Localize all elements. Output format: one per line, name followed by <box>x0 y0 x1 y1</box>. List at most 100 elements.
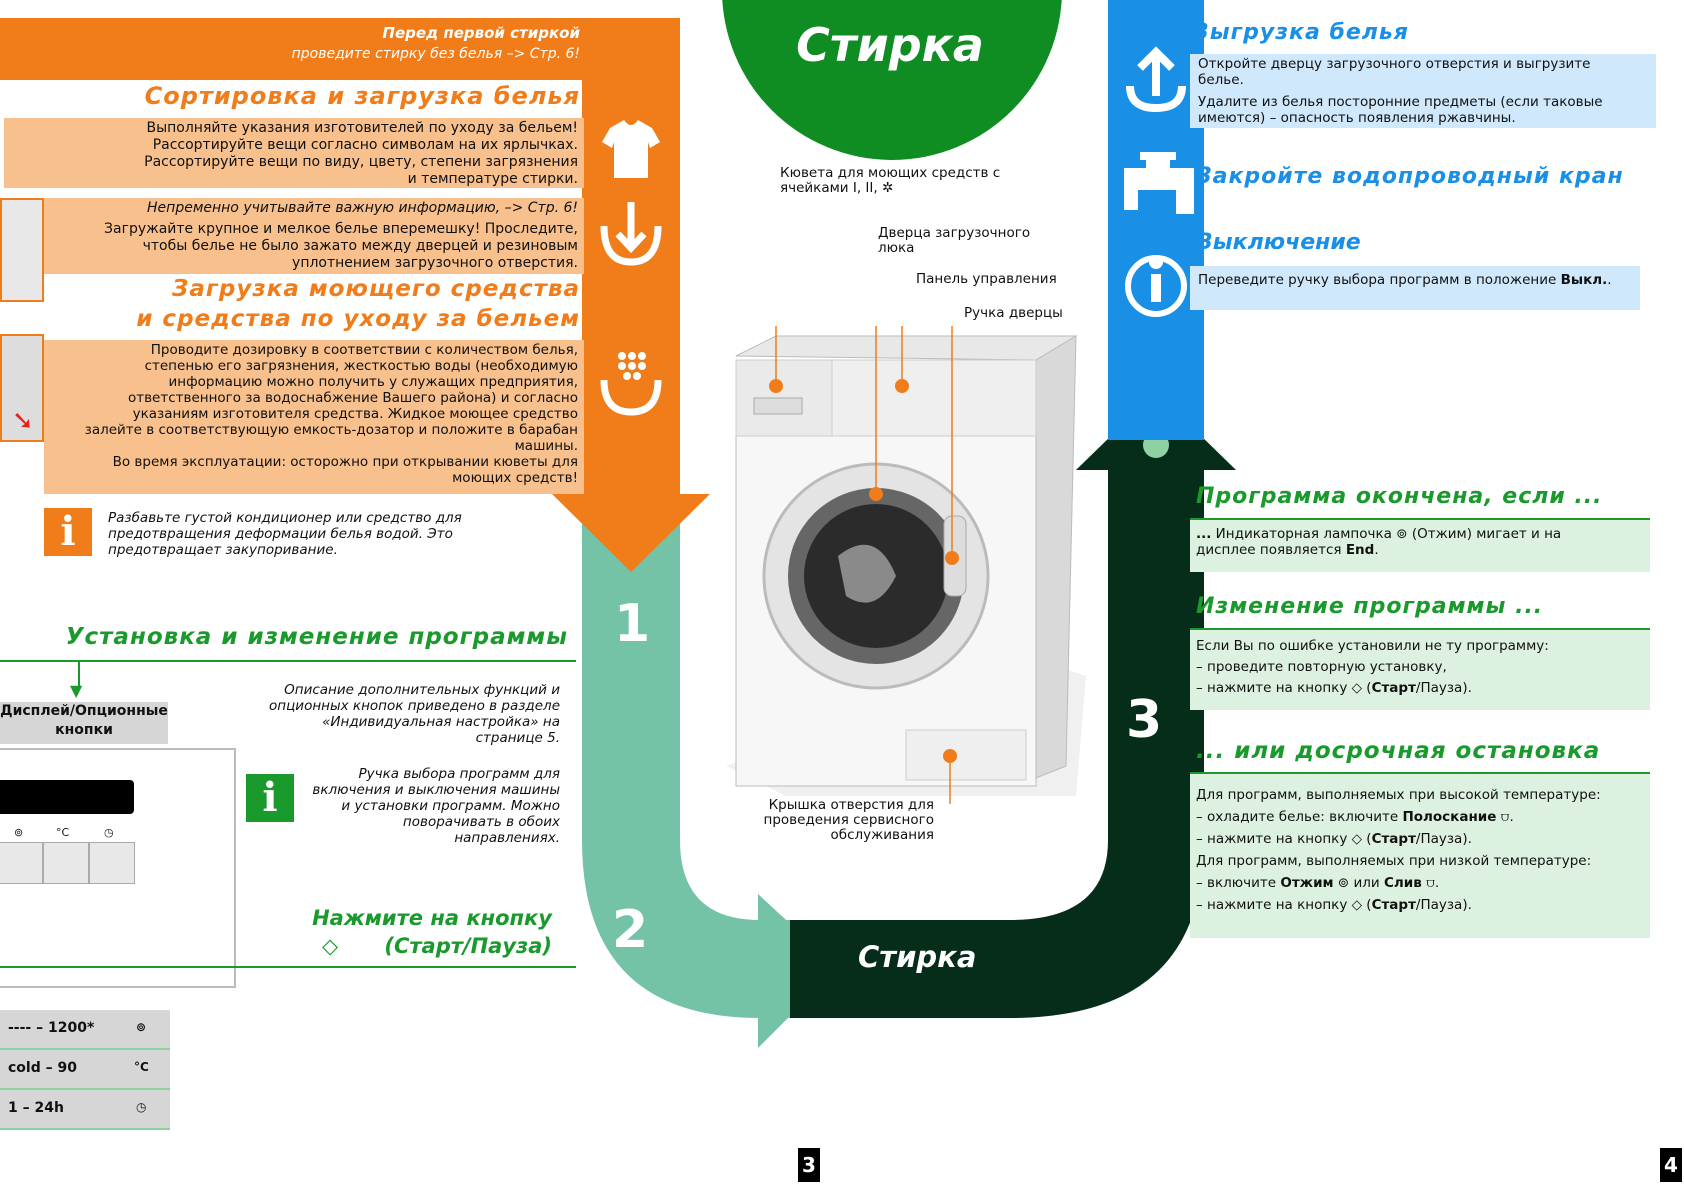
detergent-info-line: Разбавьте густой кондиционер или средств… <box>108 510 462 526</box>
callout-service: Крышка отверстия для проведения сервисно… <box>744 798 934 843</box>
orange-band-top <box>0 18 680 80</box>
table-row: ---- – 1200* ⊚ <box>0 1010 170 1050</box>
press-start-line2: (Старт/Пауза) <box>384 934 552 958</box>
end-ellipsis: ... <box>1196 526 1212 542</box>
stop-bold: Старт <box>1371 897 1416 913</box>
info-icon: i <box>246 774 294 822</box>
end-code: End <box>1345 542 1375 558</box>
stop-title: ... или досрочная остановка <box>1196 738 1601 764</box>
end-text1: Индикаторная лампочка ⊚ (Отжим) мигает и… <box>1211 526 1562 542</box>
end-title: Программа окончена, если ... <box>1196 484 1603 509</box>
program-title-rule <box>0 660 576 662</box>
end-rule <box>1190 518 1650 520</box>
stop-bold: Отжим <box>1280 875 1334 891</box>
stop-line: – нажмите на кнопку ◇ (Старт/Пауза). <box>1196 894 1644 916</box>
program-desc-line: «Индивидуальная настройка» на <box>322 714 560 730</box>
end-box: ... Индикаторная лампочка ⊚ (Отжим) мига… <box>1190 520 1650 572</box>
sorting-box2-line: Загружайте крупное и мелкое белье вперем… <box>104 221 578 237</box>
detergent-line: машины. <box>514 438 578 454</box>
wash-title: Стирка <box>796 18 984 72</box>
unload-title: Выгрузка белья <box>1192 20 1409 45</box>
stop-line: Для программ, выполняемых при низкой тем… <box>1196 853 1592 869</box>
wash-title-circle <box>722 0 1062 160</box>
program-title: Установка и изменение программы <box>65 624 568 650</box>
off-title: Выключение <box>1196 230 1361 255</box>
info-icon: i <box>44 508 92 556</box>
display-label-line: Дисплей/Опционные <box>0 703 168 719</box>
stop-text: – включите <box>1196 875 1281 891</box>
detergent-line: ответственного за водоснабжение Вашего р… <box>127 390 578 406</box>
spin-icon: ⊚ <box>136 1020 147 1034</box>
timer-icon: ◷ <box>104 826 114 839</box>
table-row: cold – 90 °C <box>0 1050 170 1090</box>
change-last-bold: Старт <box>1371 680 1416 696</box>
detergent-title1: Загрузка моющего средства <box>172 276 580 302</box>
option-buttons[interactable] <box>0 842 135 884</box>
end-line2: дисплее появляется End. <box>1196 542 1644 558</box>
button-symbols: ⊚ °C ◷ <box>0 826 136 840</box>
end-line1: ... Индикаторная лампочка ⊚ (Отжим) мига… <box>1196 526 1644 542</box>
stop-line: – нажмите на кнопку ◇ (Старт/Пауза). <box>1196 828 1644 850</box>
callout-dispenser: Кювета для моющих средств с ячейками I, … <box>780 166 1000 196</box>
sorting-box2-line: чтобы белье не было зажато между дверцей… <box>142 238 578 254</box>
timer-icon: ◷ <box>136 1100 147 1114</box>
stop-text: /Пауза). <box>1415 897 1472 913</box>
detergent-icon <box>600 352 662 416</box>
sorting-box1-line: Рассортируйте вещи по виду, цвету, степе… <box>144 154 578 170</box>
orange-arrow-head <box>552 494 710 572</box>
program-info-line: включения и выключения машины <box>312 782 560 798</box>
detergent-info: Разбавьте густой кондиционер или средств… <box>108 510 508 558</box>
detergent-title2: и средства по уходу за бельем <box>136 306 580 332</box>
stop-text: /Пауза). <box>1415 831 1472 847</box>
program-description: Описание дополнительных функций и опцион… <box>240 682 560 746</box>
stop-bold: Слив <box>1383 875 1422 891</box>
callout-line: Крышка отверстия для <box>768 797 934 813</box>
control-panel-illustration: ⊚ °C ◷ <box>0 748 236 988</box>
washing-machine-illustration <box>726 326 1086 804</box>
sorting-box2-line: уплотнением загрузочного отверстия. <box>292 255 578 271</box>
detergent-line: моющих средств! <box>452 470 578 486</box>
table-row: 1 – 24h ◷ <box>0 1090 170 1130</box>
callout-line: Дверца загрузочного <box>878 225 1031 241</box>
start-pause-icon[interactable]: ◇ <box>322 934 339 958</box>
detergent-line: степенью его загрязнения, жесткостью вод… <box>144 358 578 374</box>
off-box: Переведите ручку выбора программ в полож… <box>1190 266 1640 310</box>
page-number-right: 4 <box>1660 1148 1682 1182</box>
off-end: . <box>1607 272 1612 288</box>
table-cell: ---- – 1200* <box>8 1020 95 1036</box>
mint-flow-band <box>582 520 790 1018</box>
step-number-3: 3 <box>1126 690 1163 750</box>
sorting-box1-line: и температуре стирки. <box>407 171 578 187</box>
power-info-icon <box>1125 255 1187 317</box>
sorting-box2: Непременно учитывайте важную информацию,… <box>44 198 584 274</box>
display-label-line: кнопки <box>55 722 113 738</box>
program-range-table: ---- – 1200* ⊚ cold – 90 °C 1 – 24h ◷ <box>0 1010 170 1130</box>
stop-text: – нажмите на кнопку ◇ ( <box>1196 831 1372 847</box>
table-cell: cold – 90 <box>8 1060 77 1076</box>
unload-line: белье. <box>1198 72 1244 88</box>
page-number-left: 3 <box>798 1148 820 1182</box>
change-box: Если Вы по ошибке установили не ту прогр… <box>1190 630 1650 710</box>
detergent-box: Проводите дозировку в соответствии с кол… <box>44 340 584 494</box>
callout-line: ячейками I, II, ✲ <box>780 180 894 196</box>
sorting-title: Сортировка и загрузка белья <box>144 82 580 110</box>
callout-door: Дверца загрузочного люка <box>878 226 1030 256</box>
stop-text: – охладите белье: включите <box>1196 809 1403 825</box>
sorting-box1: Выполняйте указания изготовителей по ухо… <box>4 118 584 188</box>
callout-line: проведения сервисного <box>763 812 934 828</box>
change-rule <box>1190 628 1650 630</box>
callout-line: Кювета для моющих средств с <box>780 165 1001 181</box>
stop-rule <box>1190 772 1650 774</box>
dark-flow-band <box>790 470 1204 1018</box>
table-cell: 1 – 24h <box>8 1100 64 1116</box>
banner-line2: проведите стирку без белья –> Стр. 6! <box>291 46 580 62</box>
unload-up-icon <box>1126 46 1186 113</box>
change-title: Изменение программы ... <box>1196 594 1544 619</box>
unload-box: Откройте дверцу загрузочного отверстия и… <box>1190 54 1656 128</box>
pointer-line <box>78 660 80 688</box>
tshirt-icon <box>602 120 660 178</box>
detergent-line: информацию можно получить у служащих пре… <box>168 374 579 390</box>
off-text: Переведите ручку выбора программ в полож… <box>1198 272 1557 288</box>
wash-bottom-label: Стирка <box>858 940 977 974</box>
